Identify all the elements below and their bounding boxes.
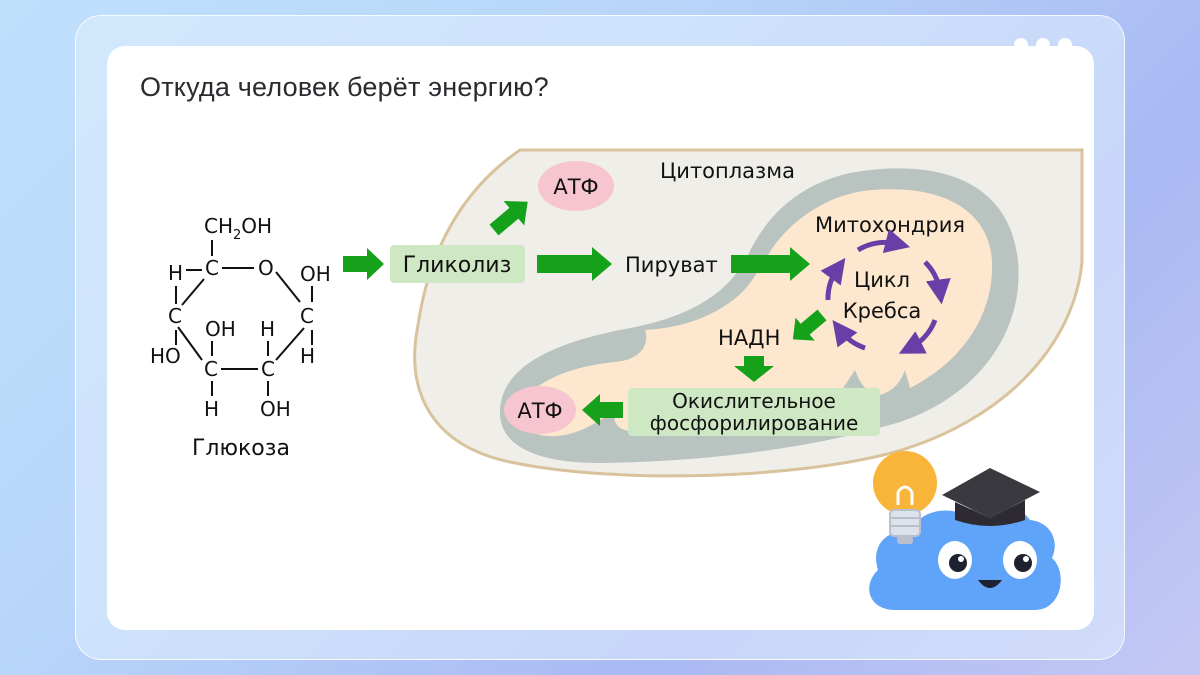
mascot-pupil-right	[1014, 554, 1032, 572]
mascot-mouth	[978, 580, 1002, 588]
oxphos-label-line2: фосфорилирование	[650, 411, 859, 435]
graduation-cap-icon	[942, 468, 1040, 518]
mascot-eye-shine	[958, 556, 964, 562]
krebs-label-line2: Кребса	[843, 299, 922, 323]
atp-top-bubble	[538, 161, 614, 211]
glucose-carbon-1: C	[300, 304, 314, 328]
arrow-down-left-icon	[792, 309, 827, 341]
glycolysis-box	[390, 245, 525, 283]
arrow-up-right-icon	[489, 201, 528, 236]
pyruvate-label: Пируват	[625, 253, 718, 277]
oxphos-label-line1: Окислительное	[672, 389, 836, 413]
glucose-molecule: CH2OH C O H OH C C OH H HO H C C H OH	[150, 214, 331, 461]
mitochondrion-matrix	[518, 189, 993, 437]
graduation-cap-base	[955, 500, 1025, 526]
lightbulb-tip	[897, 536, 913, 544]
glucose-oh: OH	[260, 397, 291, 421]
glucose-h: H	[204, 397, 219, 421]
glucose-ch2oh: CH2OH	[204, 214, 272, 243]
atp-top-label: АТФ	[553, 175, 598, 199]
arrow-right-icon	[537, 247, 612, 281]
page-title: Откуда человек берёт энергию?	[140, 72, 549, 102]
arrow-down-icon	[734, 356, 774, 382]
lightbulb-base	[889, 509, 921, 537]
krebs-cycle-arrows	[820, 228, 951, 354]
cycle-arrow-icon	[923, 260, 951, 305]
glucose-ring-oxygen: O	[258, 256, 274, 280]
glucose-carbon-2: C	[261, 357, 275, 381]
glucose-h: H	[168, 261, 183, 285]
atp-bottom-label: АТФ	[517, 399, 562, 423]
lightbulb-filament	[896, 485, 914, 505]
atp-bottom-bubble	[504, 386, 576, 434]
glycolysis-label: Гликолиз	[403, 253, 512, 278]
mitochondria-label: Митохондрия	[815, 213, 965, 237]
cycle-arrow-icon	[898, 319, 938, 354]
oxphos-box	[628, 388, 880, 436]
cycle-arrow-icon	[832, 320, 866, 351]
arrow-left-icon	[582, 394, 623, 426]
glucose-bonds	[175, 240, 313, 396]
cytoplasm-label: Цитоплазма	[660, 159, 795, 183]
krebs-label-line1: Цикл	[854, 268, 910, 292]
glucose-carbon-5: C	[205, 256, 219, 280]
glucose-h: H	[300, 344, 315, 368]
glucose-carbon-4: C	[168, 304, 182, 328]
lightbulb-icon	[873, 451, 937, 515]
arrow-right-icon	[731, 247, 810, 281]
glucose-oh: OH	[205, 317, 236, 341]
process-arrows	[343, 201, 827, 426]
glucose-carbon-3: C	[204, 357, 218, 381]
mascot-eye-shine	[1023, 556, 1029, 562]
mascot-pupil-left	[949, 554, 967, 572]
glucose-label: Глюкоза	[192, 436, 290, 461]
glucose-ho: HO	[150, 344, 181, 368]
nadh-label: НАДН	[718, 326, 780, 350]
glucose-h: H	[260, 317, 275, 341]
cycle-arrow-icon	[820, 257, 846, 301]
glucose-oh: OH	[300, 262, 331, 286]
arrow-right-icon	[343, 248, 384, 280]
cycle-arrow-icon	[856, 228, 911, 254]
mascot	[869, 451, 1061, 610]
